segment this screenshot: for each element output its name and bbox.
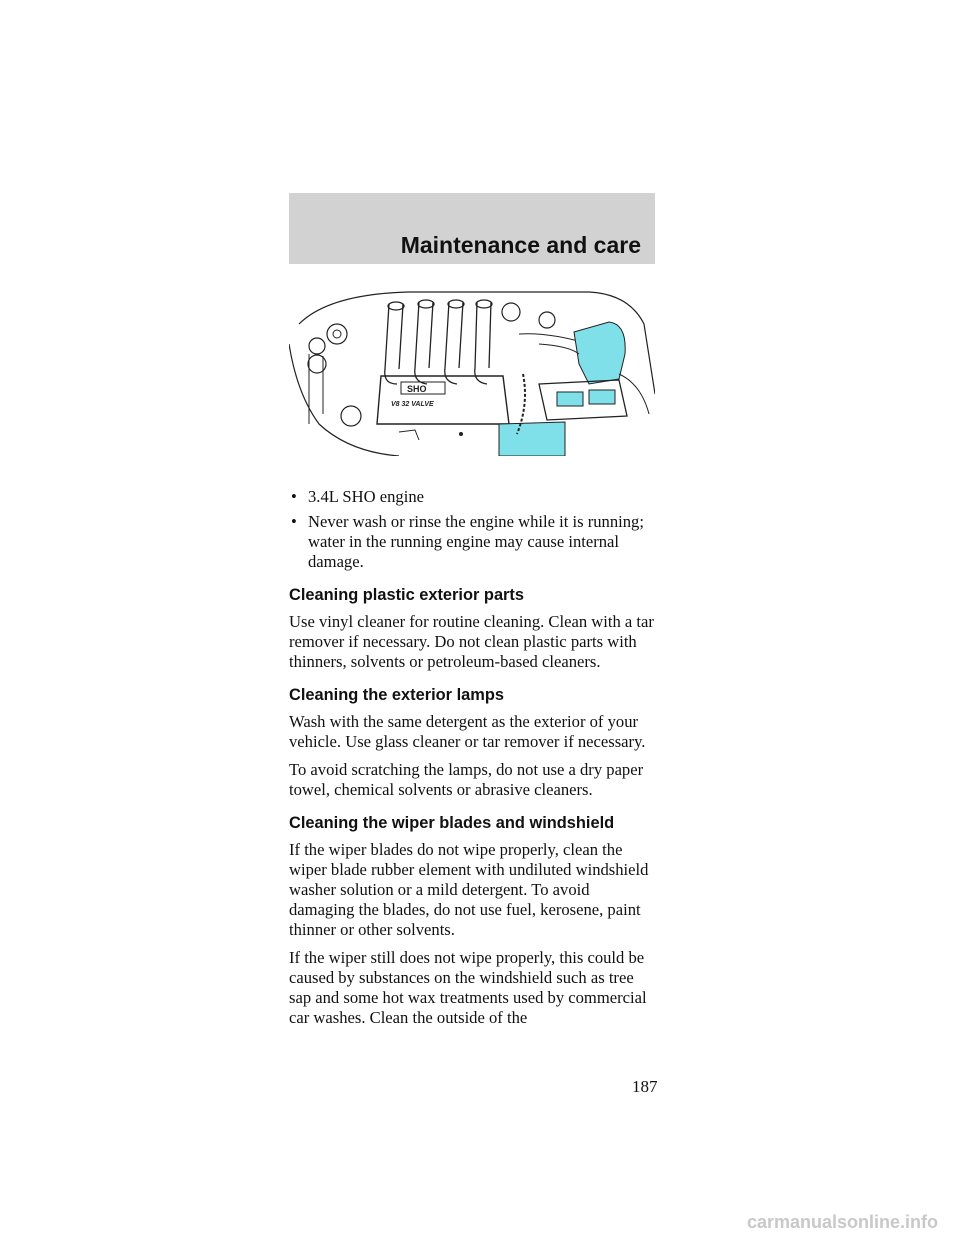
section-heading: Cleaning the exterior lamps	[289, 686, 504, 704]
engine-badge: SHO	[407, 384, 427, 394]
paragraph: Wash with the same detergent as the exte…	[289, 712, 646, 751]
bullet-item: • Never wash or rinse the engine while i…	[289, 512, 659, 572]
page-number: 187	[632, 1077, 658, 1096]
paragraph: To avoid scratching the lamps, do not us…	[289, 760, 644, 799]
watermark: carmanualsonline.info	[746, 1212, 938, 1232]
engine-cover-label: V8 32 VALVE	[391, 401, 434, 408]
section-heading: Cleaning the wiper blades and windshield	[289, 814, 615, 832]
section-title: Maintenance and care	[400, 232, 641, 258]
bullet-marker: •	[291, 487, 297, 506]
engine-illustration: SHO V8 32 VALVE	[289, 291, 655, 456]
paragraph: If the wiper still does not wipe properl…	[289, 948, 647, 1027]
bullet-item: • 3.4L SHO engine	[289, 487, 659, 507]
bullet-marker: •	[291, 512, 297, 531]
paragraph: If the wiper blades do not wipe properly…	[289, 840, 649, 939]
section-header-band: Maintenance and care	[289, 193, 655, 264]
body-text: • 3.4L SHO engine • Never wash or rinse …	[289, 487, 659, 1036]
paragraph: Use vinyl cleaner for routine cleaning. …	[289, 612, 654, 671]
section-heading: Cleaning plastic exterior parts	[289, 586, 525, 604]
bullet-text: Never wash or rinse the engine while it …	[308, 512, 644, 571]
bullet-text: 3.4L SHO engine	[308, 487, 424, 506]
